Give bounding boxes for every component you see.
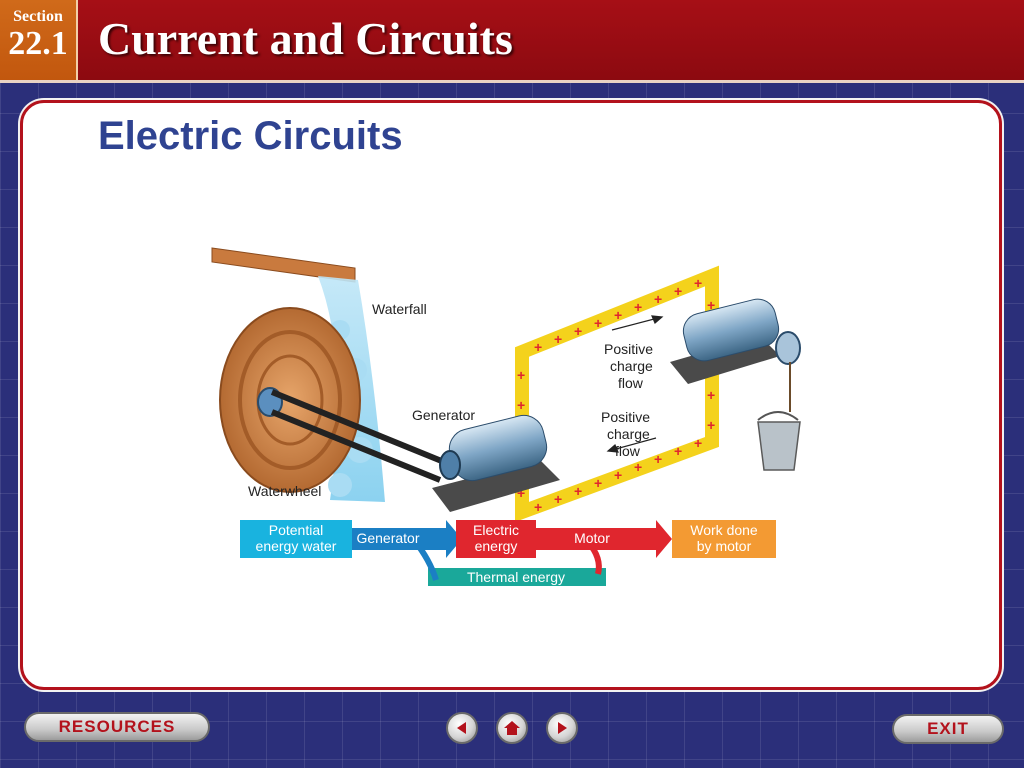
motor-flow-label: Motor (574, 530, 610, 546)
positive-charge-flow-bottom-line2: charge (607, 426, 650, 442)
svg-text:+: + (554, 491, 562, 507)
electric-line2: energy (475, 538, 518, 554)
svg-text:+: + (614, 307, 622, 323)
svg-text:+: + (654, 451, 662, 467)
svg-text:+: + (594, 475, 602, 491)
svg-text:+: + (574, 483, 582, 499)
svg-text:+: + (707, 387, 715, 403)
svg-text:+: + (517, 397, 525, 413)
generator-flow-label: Generator (356, 530, 419, 546)
svg-text:+: + (534, 499, 542, 515)
svg-text:+: + (674, 283, 682, 299)
svg-text:+: + (654, 291, 662, 307)
drive-belt (270, 389, 446, 483)
header-bar: Section 22.1 Current and Circuits (0, 0, 1024, 83)
charge-flow-arrows (606, 315, 664, 453)
work-line1: Work done (690, 522, 758, 538)
next-button[interactable] (546, 712, 578, 744)
svg-text:+: + (634, 459, 642, 475)
bucket-illustration (757, 411, 801, 471)
svg-text:+: + (517, 485, 525, 501)
positive-charge-flow-top-line1: Positive (604, 341, 653, 357)
potential-line2: energy water (256, 538, 337, 554)
thermal-energy-label: Thermal energy (467, 569, 565, 585)
chapter-title: Current and Circuits (98, 13, 513, 64)
svg-text:+: + (707, 417, 715, 433)
svg-text:+: + (694, 435, 702, 451)
generator-arrow (352, 520, 462, 558)
section-label: Section (13, 8, 63, 25)
potential-line1: Potential (269, 522, 323, 538)
motor-arrow (536, 520, 672, 558)
previous-icon (457, 722, 466, 734)
generator-label: Generator (412, 407, 475, 423)
svg-text:+: + (634, 299, 642, 315)
positive-charge-flow-top-line3: flow (618, 375, 644, 391)
electric-energy-box (456, 520, 536, 558)
positive-charge-flow-bottom-line3: flow (615, 443, 641, 459)
home-icon (504, 721, 520, 735)
svg-text:+: + (594, 315, 602, 331)
potential-energy-box (240, 520, 352, 558)
content-panel (20, 100, 1002, 690)
water-sluice (211, 247, 356, 283)
work-line2: by motor (697, 538, 752, 554)
motor-illustration (670, 298, 801, 412)
thermal-energy-box (428, 568, 606, 586)
generator-illustration (432, 414, 560, 512)
svg-text:+: + (517, 367, 525, 383)
positive-charge-flow-bottom-line1: Positive (601, 409, 650, 425)
svg-text:+: + (614, 467, 622, 483)
svg-text:+: + (707, 297, 715, 313)
svg-text:+: + (534, 339, 542, 355)
svg-text:+: + (694, 275, 702, 291)
previous-button[interactable] (446, 712, 478, 744)
svg-text:+: + (554, 331, 562, 347)
svg-text:+: + (674, 443, 682, 459)
positive-charge-flow-top-line2: charge (610, 358, 653, 374)
slide-title: Electric Circuits (98, 114, 403, 158)
electric-line1: Electric (473, 522, 519, 538)
next-icon (558, 722, 567, 734)
exit-button[interactable]: EXIT (892, 714, 1004, 744)
energy-flow-chart (240, 520, 776, 586)
circuit-diagram: +++ +++ +++ +++ ++ +++ +++ +++ +++ ++ (211, 247, 801, 586)
svg-text:+: + (574, 323, 582, 339)
section-badge: Section 22.1 (0, 0, 78, 80)
waterwheel-label: Waterwheel (248, 483, 321, 499)
waterfall-label: Waterfall (372, 301, 427, 317)
work-done-box (672, 520, 776, 558)
resources-button[interactable]: RESOURCES (24, 712, 210, 742)
home-button[interactable] (496, 712, 528, 744)
section-number: 22.1 (8, 25, 68, 62)
